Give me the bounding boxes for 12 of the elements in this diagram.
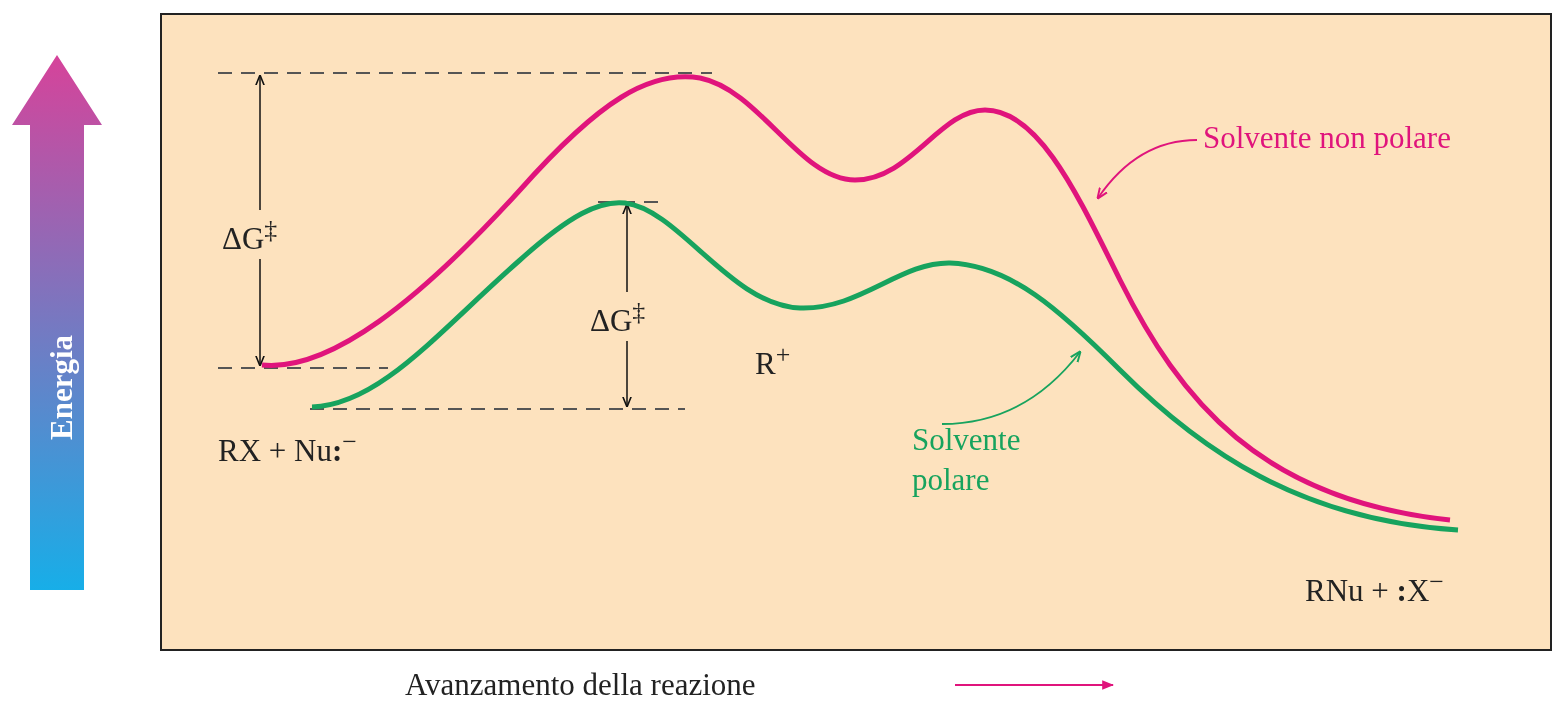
leader-line — [1096, 139, 1198, 200]
curve-label: Solvente non polare — [1203, 118, 1453, 158]
products-label: RNu + :X$^{−}$ — [1305, 566, 1444, 611]
leader-line — [941, 350, 1082, 425]
reactants-label: RX + Nu:$^{−}$ — [218, 426, 357, 471]
axis-label: Avanzamento della reazione — [405, 666, 756, 704]
axis-label: Energia — [43, 334, 80, 440]
energy-curve — [262, 74, 1451, 523]
intermediate-label: R$^{+}$ — [755, 339, 791, 384]
energy-difference-label: ΔG$^{‡}$ — [590, 292, 646, 342]
energy-difference-label: ΔG$^{‡}$ — [222, 210, 278, 260]
curve-label: Solvente polare — [912, 420, 1092, 500]
